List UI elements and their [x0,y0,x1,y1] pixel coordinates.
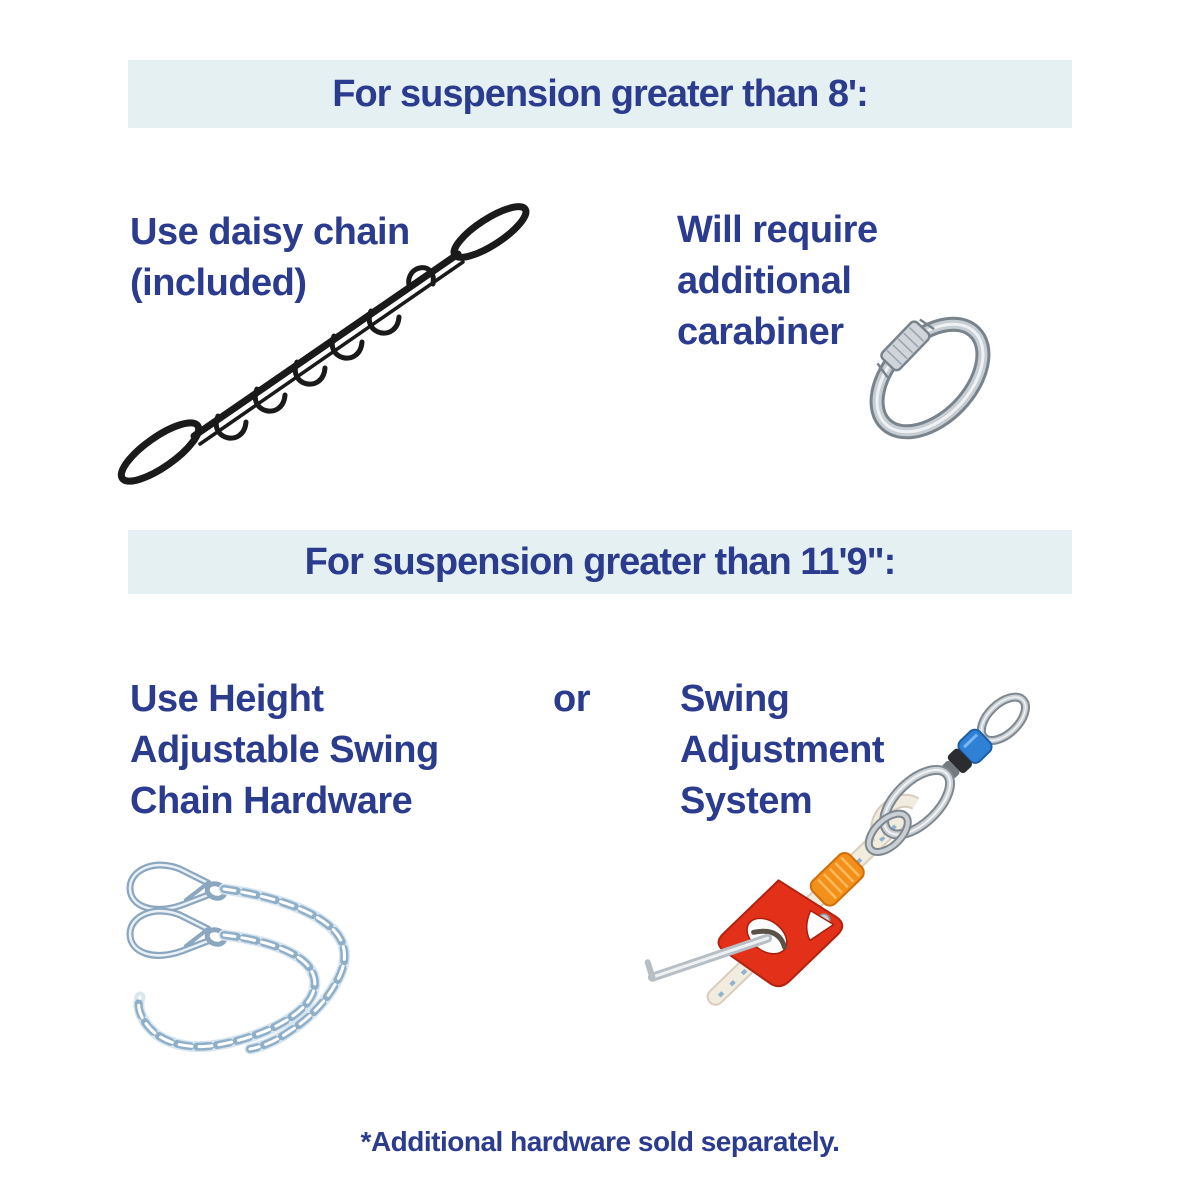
banner-over-11ft9-label: For suspension greater than 11'9": [304,540,897,583]
or-connector-label: or [553,678,591,720]
adjustment-system-label: Swing Adjustment System [680,678,885,822]
footnote: *Additional hardware sold separately. [360,1126,840,1157]
locking-carabiner-image [869,316,991,440]
swing-adjustment-system-image [644,692,1030,1006]
daisy-chain-label: Use daisy chain (included) [130,211,410,304]
banner-over-8ft-label: For suspension greater than 8': [332,72,868,115]
chain-hardware-label: Use Height Adjustable Swing Chain Hardwa… [130,678,439,822]
carabiner-label: Will require additional carabiner [677,209,878,353]
swing-chain-hardware-image [126,861,350,1055]
daisy-chain-image [117,203,530,485]
banner-over-11ft9: For suspension greater than 11'9": [128,530,1072,594]
banner-over-8ft: For suspension greater than 8': [128,60,1072,128]
